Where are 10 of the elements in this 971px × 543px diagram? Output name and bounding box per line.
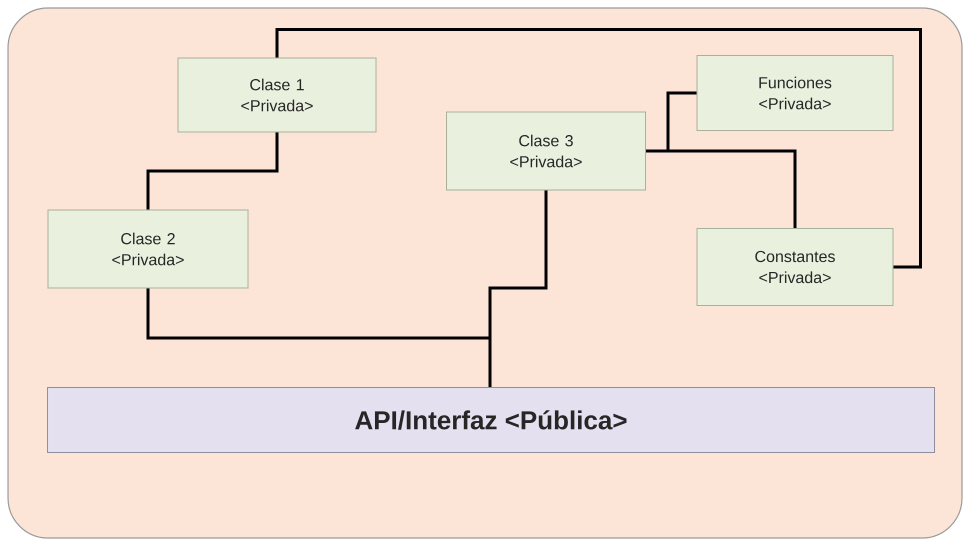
interface-bar: API/Interfaz <Pública> xyxy=(47,387,935,453)
class-box: Constantes <Privada> xyxy=(696,228,894,306)
class-box: Funciones <Privada> xyxy=(696,55,894,131)
class-box: Clase 2 <Privada> xyxy=(48,210,248,288)
class-box: Clase 3 <Privada> xyxy=(446,112,646,190)
connector-line xyxy=(488,190,548,387)
connector-line xyxy=(646,150,796,228)
connector-line xyxy=(146,132,278,210)
class-box: Clase 1 <Privada> xyxy=(178,58,376,132)
connector-line xyxy=(276,28,922,268)
